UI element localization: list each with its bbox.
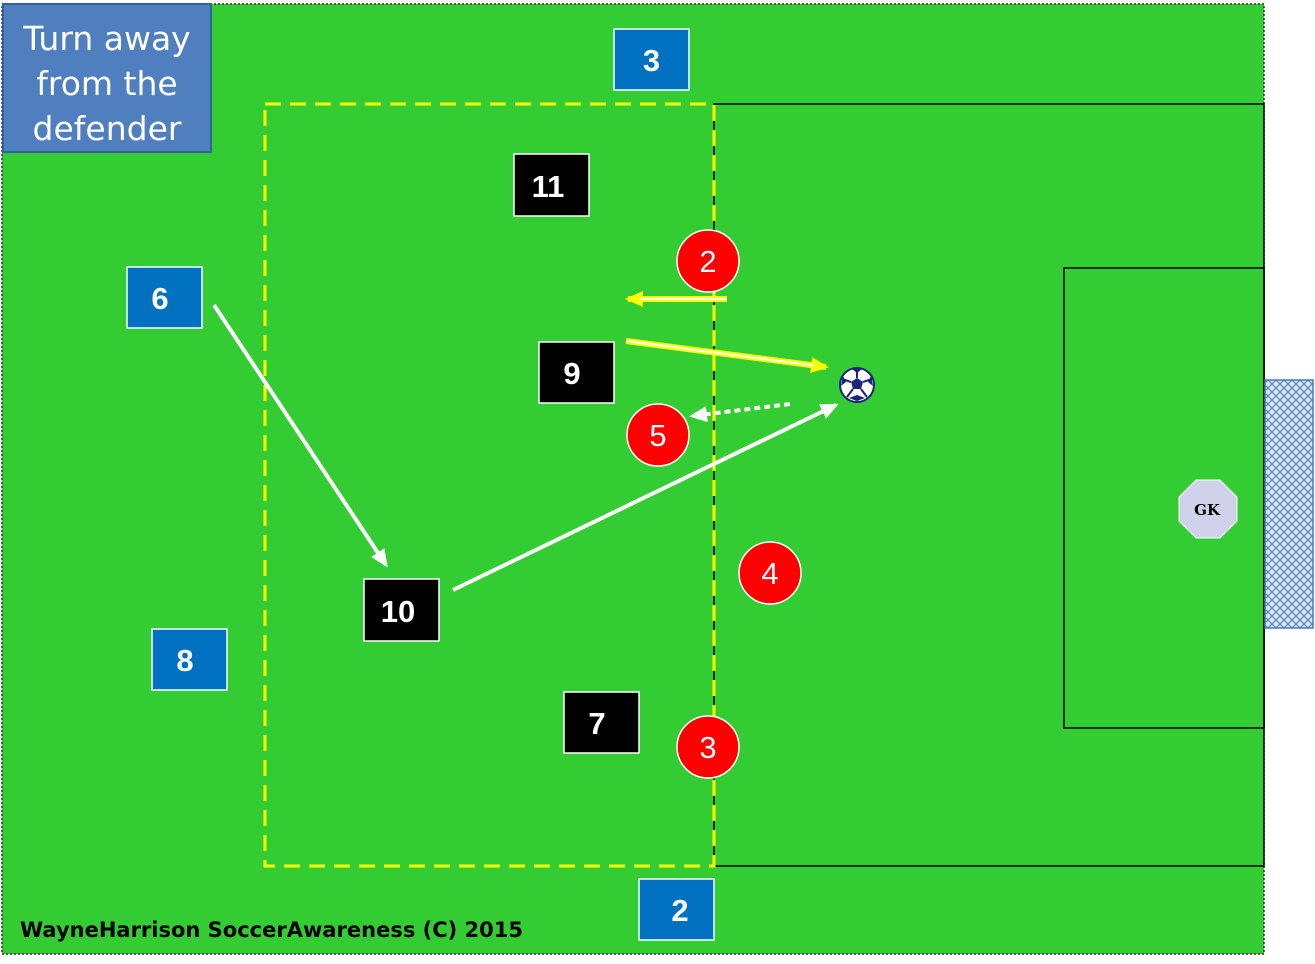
black-player-7: 7 [563, 691, 640, 754]
red-player-5: 5 [626, 403, 690, 467]
black-player-9: 9 [538, 341, 615, 404]
red-player-label: 2 [699, 244, 716, 279]
title-line: from the [36, 64, 178, 103]
black-player-label: 7 [588, 706, 605, 741]
red-player-label: 4 [761, 556, 778, 591]
diagram-title: Turn away from the defender [2, 3, 212, 153]
blue-player-8: 8 [151, 628, 228, 691]
copyright-footer: WayneHarrison SoccerAwareness (C) 2015 [20, 918, 524, 942]
goalkeeper-label: GK [1194, 501, 1221, 519]
black-player-label: 10 [381, 594, 415, 629]
blue-player-label: 6 [151, 281, 168, 316]
red-player-label: 5 [649, 418, 666, 453]
red-player-3: 3 [676, 715, 740, 779]
red-player-2: 2 [676, 229, 740, 293]
run-arrow-9-inner [625, 340, 815, 367]
goalkeeper: GK [1178, 479, 1238, 539]
soccer-ball-icon [839, 367, 875, 403]
pitch [1, 3, 1265, 955]
pass-arrow-6-to-10 [212, 303, 388, 568]
goal-net-icon [1264, 379, 1314, 629]
blue-player-2: 2 [638, 878, 715, 941]
black-player-10: 10 [363, 578, 440, 642]
blue-player-label: 3 [643, 43, 660, 78]
pass-arrow-10-to-ball [452, 403, 839, 592]
yellow-zone [263, 102, 716, 868]
title-line: Turn away [23, 19, 191, 58]
blue-player-label: 8 [176, 643, 193, 678]
goal-area [1063, 267, 1265, 729]
red-player-label: 3 [699, 730, 716, 765]
black-player-label: 11 [532, 169, 565, 204]
title-line: defender [32, 109, 182, 148]
blue-player-3: 3 [613, 28, 690, 91]
move-arrow-defender-5 [689, 402, 791, 423]
black-player-label: 9 [563, 356, 580, 391]
black-player-11: 11 [513, 153, 590, 217]
blue-player-label: 2 [671, 893, 688, 928]
red-player-4: 4 [738, 541, 802, 605]
blue-player-6: 6 [126, 266, 203, 329]
